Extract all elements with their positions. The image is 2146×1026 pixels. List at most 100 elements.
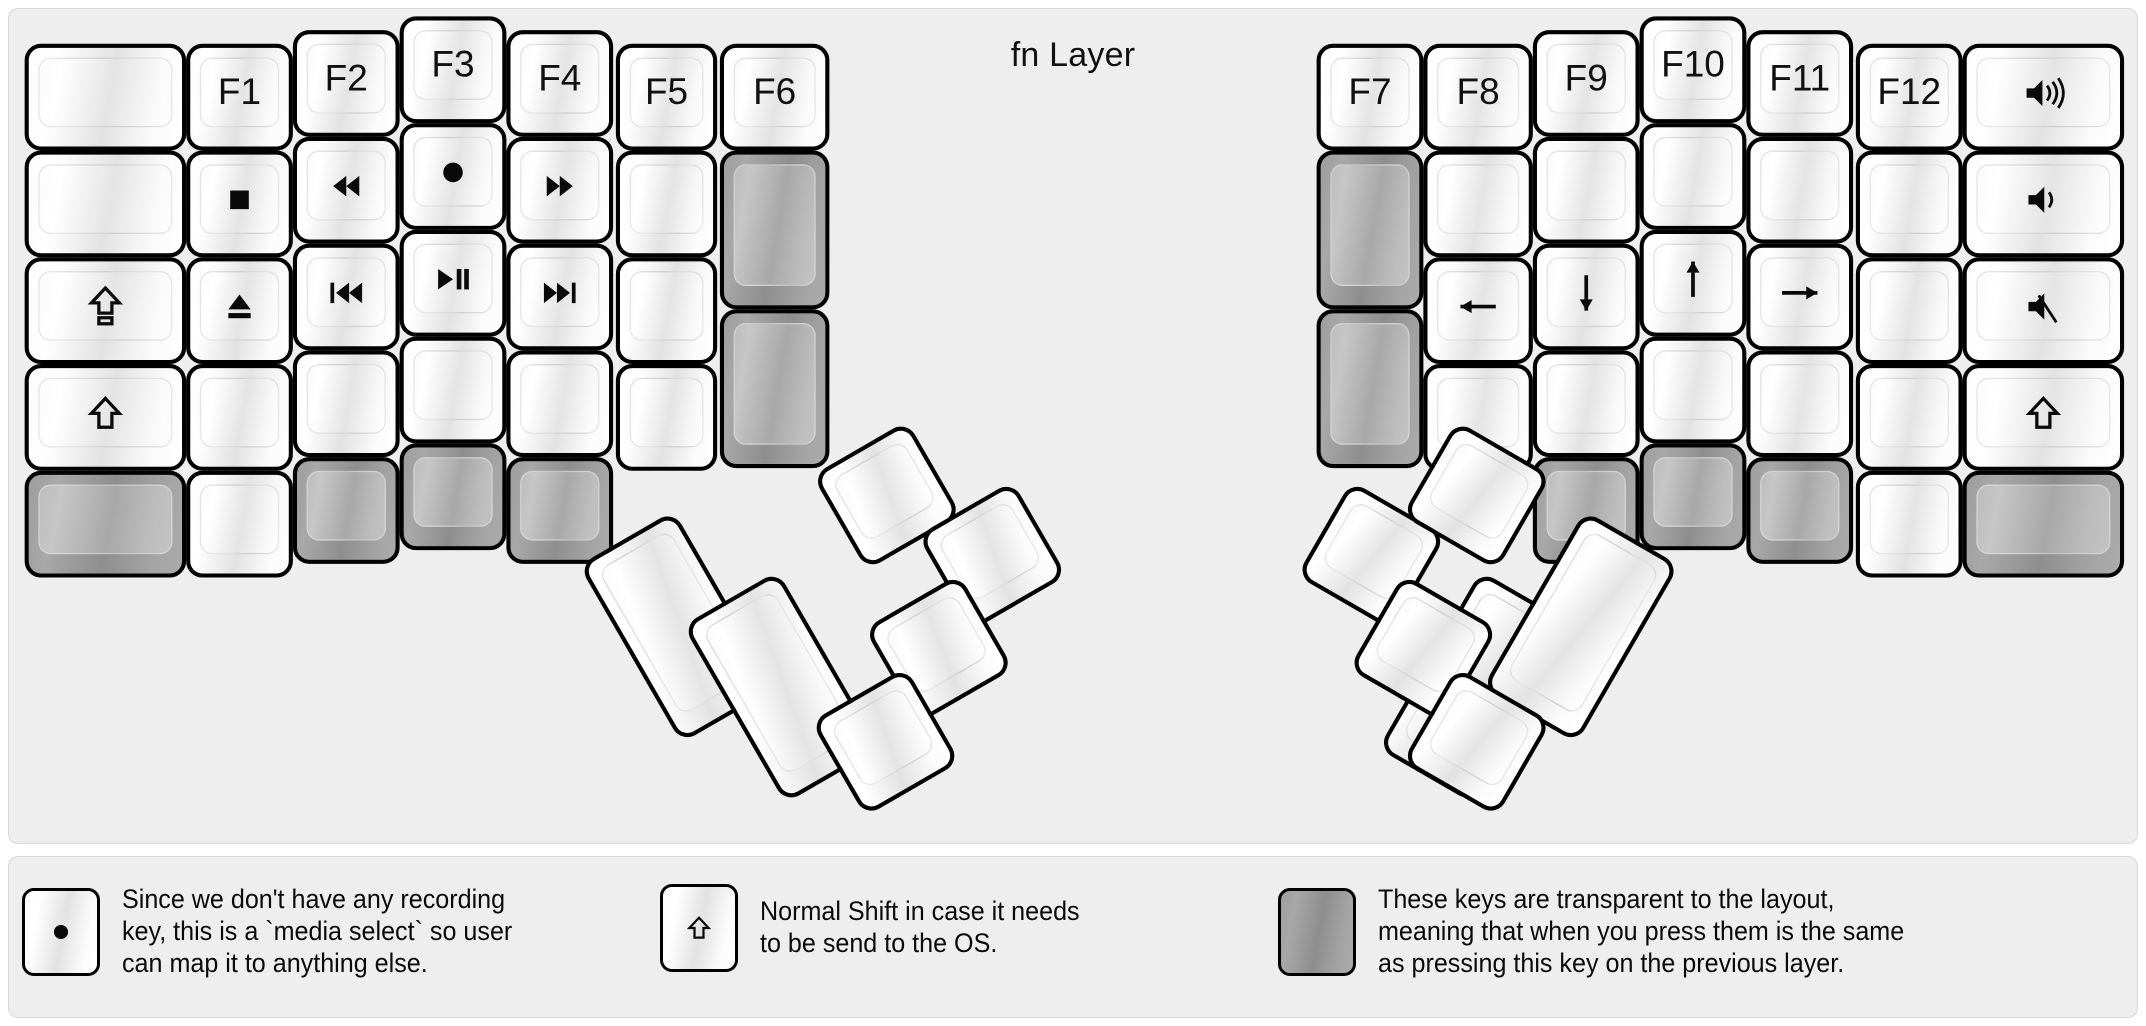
key-blank-l2r4[interactable]	[186, 364, 293, 471]
key-blank-r6r5[interactable]	[1855, 470, 1963, 578]
key-f10[interactable]: F10	[1639, 16, 1747, 124]
key-blank-r5r4[interactable]	[1746, 350, 1854, 458]
key-blank-l5r4[interactable]	[506, 350, 614, 458]
keycap-face	[1437, 164, 1520, 235]
key-blank-r2r2[interactable]	[1423, 150, 1533, 258]
key-f4[interactable]: F4	[506, 30, 614, 137]
key-f7[interactable]: F7	[1316, 43, 1424, 151]
key-blank-r6r2[interactable]	[1855, 150, 1963, 258]
key-blank-l2r5[interactable]	[186, 470, 293, 578]
key-f6[interactable]: F6	[719, 43, 830, 151]
key-arrow-up[interactable]	[1639, 229, 1747, 337]
key-label	[1776, 269, 1823, 316]
key-volume-mute[interactable]	[1962, 257, 2125, 365]
keycap-face	[520, 364, 600, 434]
keycap-face	[1425, 439, 1533, 544]
media-record-icon	[443, 161, 463, 182]
key-blank-r5r2[interactable]	[1746, 136, 1854, 244]
legend-item: These keys are transparent to the layout…	[1278, 884, 1944, 980]
key-label	[537, 162, 584, 209]
key-f9[interactable]: F9	[1532, 30, 1640, 137]
key-transparent-l5r5[interactable]	[506, 457, 614, 564]
key-media-record[interactable]	[399, 123, 507, 230]
keycap-face	[1653, 136, 1733, 207]
key-f2[interactable]: F2	[292, 30, 400, 137]
key-shift-left[interactable]	[24, 364, 187, 471]
legend-panel	[8, 856, 2138, 1018]
eject-icon	[228, 293, 251, 318]
key-shift-right[interactable]	[1962, 364, 2125, 471]
key-media-rewind[interactable]	[292, 136, 400, 244]
key-transparent-l3r5[interactable]	[292, 457, 400, 564]
key-blank-l1r1[interactable]	[24, 43, 187, 151]
legend-text-shift-note: Normal Shift in case it needs to be send…	[760, 896, 1080, 958]
key-blank-r6r3[interactable]	[1855, 257, 1963, 365]
key-transparent-r1r2[interactable]	[1316, 150, 1424, 310]
legend-key-glyph	[45, 916, 77, 948]
key-transparent-r5r5[interactable]	[1746, 457, 1854, 564]
legend-key-transparent-note	[1278, 887, 1356, 976]
key-arrow-left[interactable]	[1423, 257, 1533, 365]
page-title: fn Layer	[1010, 36, 1136, 74]
shift-arrow-icon	[87, 395, 124, 429]
keycap-face	[1760, 150, 1840, 221]
key-blank-r4r2[interactable]	[1639, 123, 1747, 230]
keycap-face	[1653, 457, 1733, 527]
legend-item: Normal Shift in case it needs to be send…	[660, 884, 1104, 972]
key-media-prev[interactable]	[292, 243, 400, 351]
key-blank-l6r3[interactable]	[615, 257, 718, 365]
key-transparent-r1r3[interactable]	[1316, 309, 1424, 469]
key-blank-r6r4[interactable]	[1855, 364, 1963, 471]
key-f5[interactable]: F5	[615, 43, 718, 151]
key-volume-up[interactable]	[1962, 43, 2125, 151]
key-media-next[interactable]	[506, 243, 614, 351]
key-f12[interactable]: F12	[1855, 43, 1963, 151]
key-label	[323, 269, 370, 316]
keycap-face	[413, 350, 493, 421]
legend-key-glyph	[683, 912, 715, 944]
key-arrow-right[interactable]	[1746, 243, 1854, 351]
key-blank-r3r2[interactable]	[1532, 136, 1640, 244]
key-label: F4	[538, 57, 582, 99]
key-transparent-r4r5[interactable]	[1639, 443, 1747, 551]
keycap-face	[629, 270, 704, 341]
key-f1[interactable]: F1	[186, 43, 293, 151]
key-f8[interactable]: F8	[1423, 43, 1533, 151]
keycap-face	[38, 57, 173, 128]
keycap-face	[520, 470, 600, 541]
key-transparent-l7r3[interactable]	[719, 309, 830, 469]
keycap-face	[199, 377, 280, 448]
keycap-face	[629, 164, 704, 235]
keycap-face	[1505, 529, 1661, 717]
key-blank-l6r4[interactable]	[615, 364, 718, 471]
key-media-stop[interactable]	[186, 150, 293, 258]
key-blank-l3r4[interactable]	[292, 350, 400, 458]
key-capslock[interactable]	[24, 257, 187, 365]
key-transparent-l1r5[interactable]	[24, 470, 187, 578]
key-blank-l1r2[interactable]	[24, 150, 187, 258]
keycap-face	[306, 470, 386, 541]
legend-text-transparent-note: These keys are transparent to the layout…	[1378, 884, 1905, 978]
key-media-fast-forward[interactable]	[506, 136, 614, 244]
keycap-face	[1425, 685, 1533, 790]
key-label: F8	[1456, 71, 1500, 113]
key-arrow-down[interactable]	[1532, 243, 1640, 351]
key-blank-r3r4[interactable]	[1532, 350, 1640, 458]
media-prev-track-icon	[330, 281, 363, 303]
key-transparent-l4r5[interactable]	[399, 443, 507, 551]
key-volume-down[interactable]	[1962, 150, 2125, 258]
key-blank-r4r4[interactable]	[1639, 336, 1747, 444]
key-blank-l6r2[interactable]	[615, 150, 718, 258]
key-f3[interactable]: F3	[399, 16, 507, 124]
keycap-face	[1330, 322, 1410, 445]
key-label	[216, 283, 263, 330]
keycap-face	[38, 484, 173, 555]
key-transparent-r7r5[interactable]	[1962, 470, 2125, 578]
key-eject[interactable]	[186, 257, 293, 365]
key-label	[2020, 176, 2067, 223]
key-blank-l4r4[interactable]	[399, 336, 507, 444]
key-f11[interactable]: F11	[1746, 30, 1854, 137]
key-transparent-l7r2[interactable]	[719, 150, 830, 310]
key-media-play-pause[interactable]	[399, 229, 507, 337]
